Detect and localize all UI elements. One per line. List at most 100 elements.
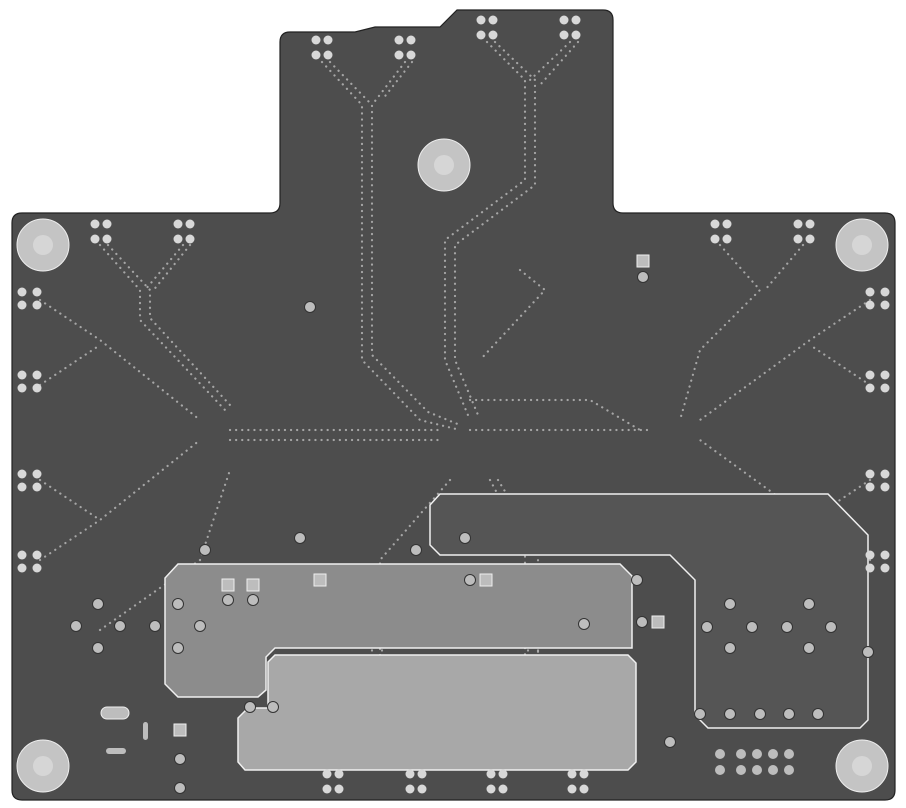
connector-pad <box>32 300 42 310</box>
square-pad <box>221 578 235 592</box>
connector-pad <box>173 219 183 229</box>
via <box>247 594 259 606</box>
connector-pad <box>498 784 508 794</box>
connector-pad <box>323 35 333 45</box>
trace <box>143 243 185 292</box>
via <box>812 708 824 720</box>
connector-pad <box>880 469 890 479</box>
connector-pad <box>865 563 875 573</box>
connector-pad <box>90 219 100 229</box>
header-pin <box>784 765 794 775</box>
connector-pad <box>17 482 27 492</box>
via <box>694 708 706 720</box>
connector-pad <box>17 300 27 310</box>
slot-pad <box>100 706 130 720</box>
connector-pad <box>579 784 589 794</box>
via <box>267 701 279 713</box>
trace <box>453 40 537 417</box>
connector-pad <box>722 219 732 229</box>
via <box>194 620 206 632</box>
via <box>783 708 795 720</box>
mounting-hole-center <box>852 756 872 776</box>
via <box>410 544 422 556</box>
via <box>825 621 837 633</box>
connector-pad <box>865 370 875 380</box>
connector-pad <box>880 563 890 573</box>
via <box>172 598 184 610</box>
via <box>70 620 82 632</box>
connector-pad <box>880 300 890 310</box>
connector-pad <box>476 15 486 25</box>
trace <box>38 518 102 562</box>
connector-pad <box>793 234 803 244</box>
connector-pad <box>32 287 42 297</box>
connector-pad <box>311 35 321 45</box>
connector-pad <box>865 550 875 560</box>
trace <box>98 243 227 412</box>
via <box>578 618 590 630</box>
trace <box>763 243 805 292</box>
via <box>701 621 713 633</box>
mounting-hole-center <box>33 235 53 255</box>
connector-pad <box>394 35 404 45</box>
via <box>724 708 736 720</box>
connector-pad <box>417 784 427 794</box>
trace <box>443 40 527 422</box>
via <box>174 753 186 765</box>
square-pad <box>636 254 650 268</box>
connector-pad <box>322 769 332 779</box>
connector-pad <box>498 769 508 779</box>
header-pin <box>736 765 746 775</box>
connector-pad <box>405 769 415 779</box>
connector-pad <box>102 234 112 244</box>
connector-pad <box>880 383 890 393</box>
header-pin <box>784 749 794 759</box>
connector-pad <box>17 287 27 297</box>
trace <box>38 438 202 522</box>
connector-pad <box>865 482 875 492</box>
connector-pad <box>32 383 42 393</box>
connector-pad <box>32 482 42 492</box>
via <box>114 620 126 632</box>
connector-pad <box>567 784 577 794</box>
connector-pad <box>334 769 344 779</box>
via <box>631 574 643 586</box>
connector-pad <box>405 784 415 794</box>
via <box>746 621 758 633</box>
header-pin <box>768 749 778 759</box>
smd-pad <box>106 748 126 754</box>
connector-pad <box>90 234 100 244</box>
via <box>724 598 736 610</box>
via <box>172 642 184 654</box>
connector-pad <box>880 550 890 560</box>
connector-pad <box>102 219 112 229</box>
trace <box>98 468 232 632</box>
via <box>174 782 186 794</box>
trace <box>380 60 414 102</box>
connector-pad <box>173 234 183 244</box>
via <box>724 642 736 654</box>
trace <box>328 60 462 427</box>
mounting-hole-center <box>852 235 872 255</box>
connector-pad <box>417 769 427 779</box>
square-pad <box>651 615 665 629</box>
trace <box>150 243 192 294</box>
connector-pad <box>406 50 416 60</box>
connector-pad <box>322 784 332 794</box>
square-pad <box>173 723 187 737</box>
trace <box>678 243 762 422</box>
connector-pad <box>32 550 42 560</box>
connector-pad <box>394 50 404 60</box>
connector-pad <box>571 15 581 25</box>
connector-pad <box>334 784 344 794</box>
connector-pad <box>793 219 803 229</box>
via <box>637 271 649 283</box>
via <box>803 598 815 610</box>
connector-pad <box>17 370 27 380</box>
via <box>92 598 104 610</box>
connector-pad <box>805 219 815 229</box>
header-pin <box>752 765 762 775</box>
connector-pad <box>406 35 416 45</box>
trace <box>698 298 872 422</box>
